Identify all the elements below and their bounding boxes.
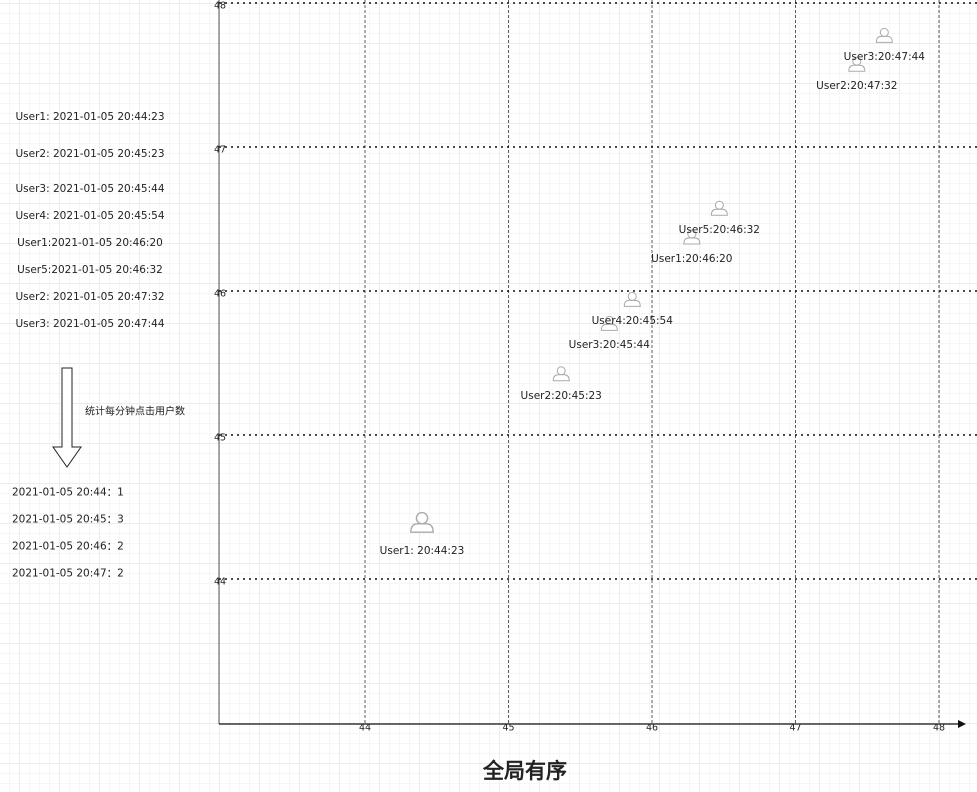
- log-entry: User3: 2021-01-05 20:47:44: [15, 318, 165, 330]
- x-tick-label: 47: [789, 722, 802, 734]
- minute-count: 2021-01-05 20:46：2: [12, 540, 124, 553]
- y-tick-label: 44: [213, 576, 227, 588]
- y-tick-label: 47: [213, 144, 227, 156]
- minute-count: 2021-01-05 20:45：3: [12, 513, 124, 526]
- user-icon: [623, 291, 641, 307]
- arrow-label: 统计每分钟点击用户数: [85, 406, 185, 418]
- x-tick-label: 46: [645, 722, 659, 734]
- log-entry: User1: 2021-01-05 20:44:23: [15, 111, 165, 123]
- user-icon: [848, 56, 866, 72]
- event-label: User1: 20:44:23: [379, 544, 465, 557]
- user-icon: [552, 366, 570, 382]
- x-tick-label: 44: [358, 722, 372, 734]
- log-entry: User3: 2021-01-05 20:45:44: [15, 183, 165, 195]
- event-label: User3:20:47:44: [843, 51, 925, 64]
- minute-count: 2021-01-05 20:44：1: [12, 486, 124, 499]
- log-entry: User4: 2021-01-05 20:45:54: [15, 210, 165, 222]
- user-icon: [683, 229, 701, 245]
- event-label: User2:20:45:23: [520, 389, 602, 402]
- user-icon: [875, 27, 893, 43]
- event-label: User4:20:45:54: [591, 315, 673, 328]
- event-label: User2:20:47:32: [816, 80, 898, 93]
- log-entry: User2: 2021-01-05 20:47:32: [15, 291, 165, 303]
- diagram-title: 全局有序: [483, 759, 567, 783]
- user-icon: [710, 200, 728, 216]
- x-axis-arrow-icon: [958, 720, 966, 728]
- user-icon: [410, 511, 434, 533]
- log-entry: User2: 2021-01-05 20:45:23: [15, 148, 165, 160]
- y-tick-label: 48: [213, 0, 227, 12]
- log-entry: User5:2021-01-05 20:46:32: [17, 264, 163, 276]
- event-label: User5:20:46:32: [678, 224, 760, 237]
- event-label: User3:20:45:44: [568, 339, 650, 352]
- y-tick-label: 46: [213, 288, 227, 300]
- y-tick-label: 45: [213, 432, 227, 444]
- event-label: User1:20:46:20: [651, 253, 733, 265]
- x-tick-label: 45: [502, 722, 515, 734]
- x-tick-label: 48: [932, 722, 946, 734]
- log-entry: User1:2021-01-05 20:46:20: [17, 237, 163, 249]
- user-icon: [600, 315, 618, 331]
- minute-count: 2021-01-05 20:47：2: [12, 567, 124, 580]
